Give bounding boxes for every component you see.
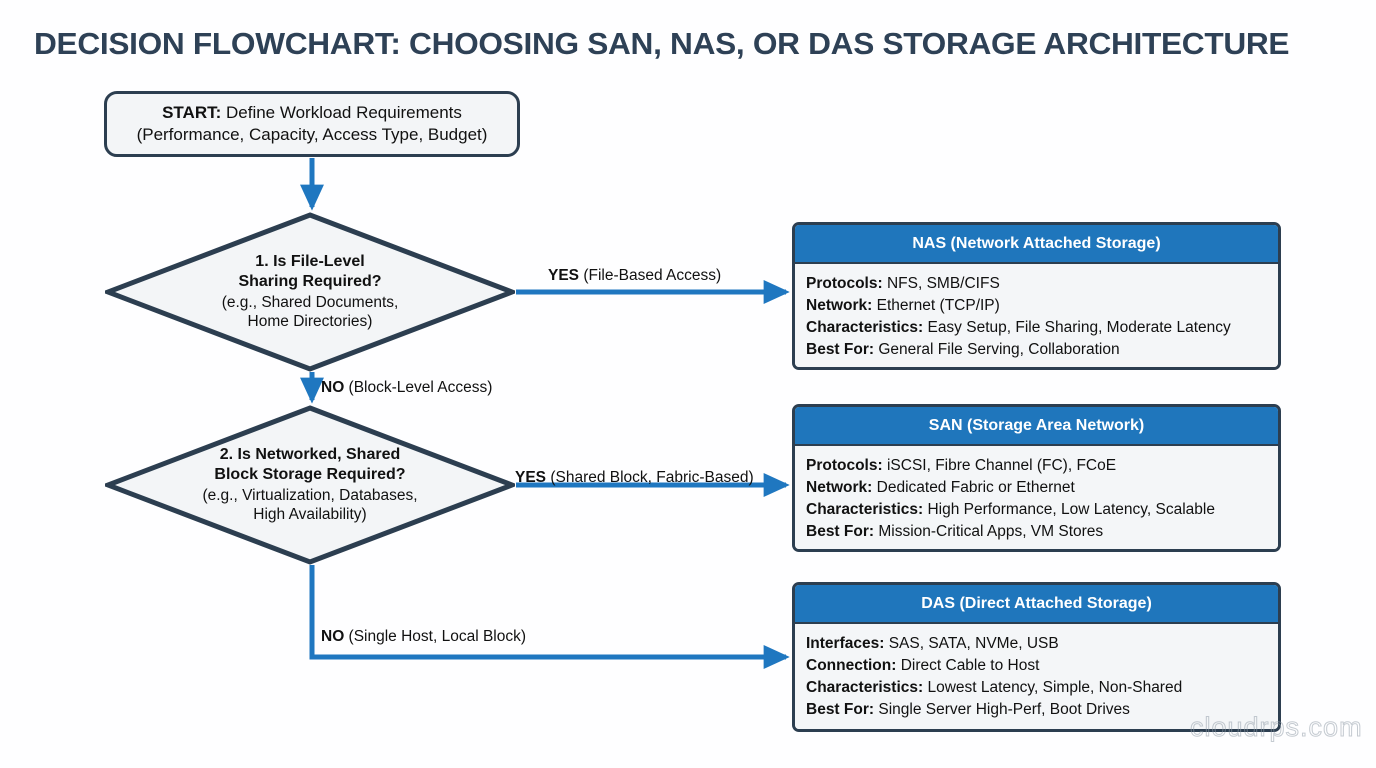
decision-2-line1: 2. Is Networked, Shared: [219, 445, 401, 463]
outcome-row-value: Ethernet (TCP/IP): [872, 297, 1000, 314]
edge-label-detail: (Block-Level Access): [344, 379, 493, 396]
outcome-row: Best For: Single Server High-Perf, Boot …: [806, 699, 1267, 721]
outcome-row: Network: Ethernet (TCP/IP): [806, 295, 1267, 317]
edge-label-answer: YES: [548, 267, 580, 284]
decision-1-line2: Sharing Required?: [238, 273, 382, 291]
start-node-line1: START: Define Workload Requirements: [137, 102, 488, 124]
decision-2-line4: High Availability): [253, 506, 367, 524]
outcome-row-key: Characteristics:: [806, 501, 924, 518]
outcome-row-key: Best For:: [806, 341, 875, 358]
outcome-row-key: Characteristics:: [806, 679, 924, 696]
outcome-row: Network: Dedicated Fabric or Ethernet: [806, 477, 1267, 499]
decision-node-networked-block-storage[interactable]: 2. Is Networked, Shared Block Storage Re…: [105, 405, 515, 565]
outcome-row-value: iSCSI, Fibre Channel (FC), FCoE: [882, 457, 1117, 474]
outcome-row-key: Protocols:: [806, 457, 883, 474]
page-title: DECISION FLOWCHART: CHOOSING SAN, NAS, O…: [34, 26, 1290, 61]
start-node-label-rest: Define Workload Requirements: [221, 102, 462, 122]
outcome-row-key: Best For:: [806, 701, 875, 718]
diamond-shape: [105, 212, 515, 372]
watermark: cloudrps.com: [1190, 712, 1363, 743]
edge-label-yes-shared-block-fabric: YES (Shared Block, Fabric-Based): [515, 469, 754, 487]
decision-2-line3: (e.g., Virtualization, Databases,: [202, 486, 418, 504]
outcome-row-value: High Performance, Low Latency, Scalable: [923, 501, 1215, 518]
outcome-row: Protocols: iSCSI, Fibre Channel (FC), FC…: [806, 455, 1267, 477]
outcome-box-body: Protocols: iSCSI, Fibre Channel (FC), FC…: [795, 446, 1278, 549]
outcome-box-san[interactable]: SAN (Storage Area Network) Protocols: iS…: [792, 404, 1281, 552]
edge-label-detail: (Shared Block, Fabric-Based): [546, 469, 754, 486]
outcome-row-value: Direct Cable to Host: [896, 657, 1040, 674]
outcome-row-value: SAS, SATA, NVMe, USB: [884, 635, 1059, 652]
outcome-row-value: NFS, SMB/CIFS: [882, 275, 1000, 292]
outcome-row-value: Dedicated Fabric or Ethernet: [872, 479, 1075, 496]
decision-1-line3: (e.g., Shared Documents,: [221, 293, 399, 311]
decision-1-line1: 1. Is File-Level: [255, 252, 365, 270]
outcome-box-body: Protocols: NFS, SMB/CIFS Network: Ethern…: [795, 264, 1278, 367]
outcome-row-value: Single Server High-Perf, Boot Drives: [874, 701, 1130, 718]
outcome-box-header: DAS (Direct Attached Storage): [795, 585, 1278, 624]
outcome-row: Best For: Mission-Critical Apps, VM Stor…: [806, 521, 1267, 543]
outcome-row-key: Network:: [806, 297, 873, 314]
edge-label-answer: NO: [321, 379, 345, 396]
outcome-row-key: Protocols:: [806, 275, 883, 292]
outcome-row-key: Connection:: [806, 657, 897, 674]
outcome-box-nas[interactable]: NAS (Network Attached Storage) Protocols…: [792, 222, 1281, 370]
outcome-row-value: General File Serving, Collaboration: [874, 341, 1120, 358]
edge-label-no-single-host-local-block: NO (Single Host, Local Block): [321, 628, 526, 646]
decision-node-label: 1. Is File-Level Sharing Required? (e.g.…: [105, 212, 515, 372]
outcome-row: Interfaces: SAS, SATA, NVMe, USB: [806, 633, 1267, 655]
decision-1-line4: Home Directories): [247, 313, 373, 331]
start-node[interactable]: START: Define Workload Requirements (Per…: [104, 91, 520, 157]
outcome-row-value: Mission-Critical Apps, VM Stores: [874, 523, 1104, 540]
outcome-row-key: Characteristics:: [806, 319, 924, 336]
edge-label-no-block-level-access: NO (Block-Level Access): [321, 379, 492, 397]
edge-label-yes-file-based-access: YES (File-Based Access): [548, 267, 721, 285]
outcome-box-das[interactable]: DAS (Direct Attached Storage) Interfaces…: [792, 582, 1281, 732]
start-node-label-bold: START:: [162, 102, 222, 122]
diamond-shape: [105, 405, 515, 565]
outcome-row: Characteristics: Easy Setup, File Sharin…: [806, 317, 1267, 339]
decision-node-file-level-sharing[interactable]: 1. Is File-Level Sharing Required? (e.g.…: [105, 212, 515, 372]
edge-label-detail: (Single Host, Local Block): [344, 628, 527, 645]
start-node-line2: (Performance, Capacity, Access Type, Bud…: [136, 125, 488, 144]
outcome-row: Best For: General File Serving, Collabor…: [806, 339, 1267, 361]
outcome-row-key: Interfaces:: [806, 635, 885, 652]
decision-node-label: 2. Is Networked, Shared Block Storage Re…: [105, 405, 515, 565]
outcome-box-body: Interfaces: SAS, SATA, NVMe, USB Connect…: [795, 624, 1278, 729]
edge-label-detail: (File-Based Access): [579, 267, 722, 284]
outcome-row: Characteristics: High Performance, Low L…: [806, 499, 1267, 521]
edge-label-answer: NO: [321, 628, 345, 645]
outcome-row: Connection: Direct Cable to Host: [806, 655, 1267, 677]
decision-2-line2: Block Storage Required?: [214, 466, 406, 484]
outcome-row-key: Network:: [806, 479, 873, 496]
edge-label-answer: YES: [515, 469, 547, 486]
outcome-box-header: SAN (Storage Area Network): [795, 407, 1278, 446]
outcome-row-value: Easy Setup, File Sharing, Moderate Laten…: [923, 319, 1231, 336]
outcome-box-header: NAS (Network Attached Storage): [795, 225, 1278, 264]
outcome-row: Protocols: NFS, SMB/CIFS: [806, 273, 1267, 295]
outcome-row: Characteristics: Lowest Latency, Simple,…: [806, 677, 1267, 699]
outcome-row-key: Best For:: [806, 523, 875, 540]
outcome-row-value: Lowest Latency, Simple, Non-Shared: [923, 679, 1183, 696]
